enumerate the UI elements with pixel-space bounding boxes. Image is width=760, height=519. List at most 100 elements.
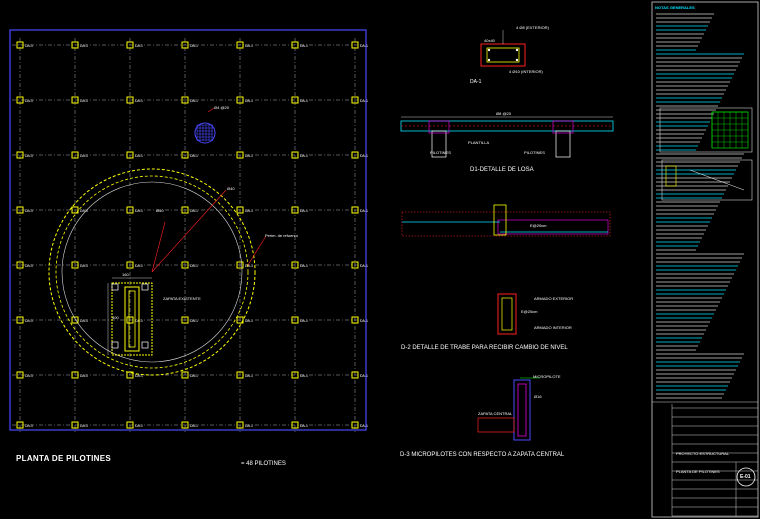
- pile-marker: [181, 41, 189, 49]
- pile-marker: [16, 316, 24, 324]
- detail-d3-zapata: [477, 417, 515, 433]
- perimeter-callout: Perim. de refuerzo: [265, 233, 298, 238]
- pile-marker: [126, 316, 134, 324]
- leader-line: [151, 189, 227, 273]
- ring-callout: Ø40: [156, 208, 164, 213]
- pile-label: DA-1: [360, 264, 368, 268]
- pile-marker: [71, 421, 79, 429]
- pile-label: DA-1: [360, 209, 368, 213]
- pile-label: DA-1: [190, 99, 198, 103]
- pile-label: DA-1: [245, 154, 253, 158]
- detail-d1-pilotin: PILOTINES: [430, 150, 451, 155]
- pile-marker: [236, 206, 244, 214]
- plan-border: [9, 29, 367, 431]
- detail-d3-core: [517, 383, 527, 437]
- pile-label: DA-1: [245, 99, 253, 103]
- detail-d3-zapata: ZAPATA CENTRAL: [478, 411, 513, 416]
- pile-marker: [236, 421, 244, 429]
- pile-marker: [126, 41, 134, 49]
- pile-label: DA-1: [245, 424, 253, 428]
- detail-d2-section: [497, 293, 517, 335]
- detail-d1-pile: [431, 130, 447, 158]
- pile-label: DA-1: [135, 44, 143, 48]
- detail-d1-title: D1-DETALLE DE LOSA: [470, 167, 534, 173]
- pile-label: DA-1: [80, 154, 88, 158]
- detail-d1-rebar: Ø8 @20: [496, 111, 511, 116]
- pile-label: DA-1: [190, 424, 198, 428]
- micropile-marker: [111, 341, 119, 349]
- detail-d1-pile: [555, 130, 571, 158]
- titleblock-detail-box: [659, 107, 753, 153]
- pile-marker: [181, 151, 189, 159]
- zapata-outline: [111, 282, 153, 356]
- pile-label: DA-1: [25, 319, 33, 323]
- pile-label: DA-1: [300, 44, 308, 48]
- zapata-core: [124, 286, 140, 352]
- pile-label: DA-1: [190, 374, 198, 378]
- pile-marker: [351, 151, 359, 159]
- pile-label: DA-1: [245, 374, 253, 378]
- pile-marker: [236, 371, 244, 379]
- pile-marker: [291, 206, 299, 214]
- pile-label: DA-1: [80, 99, 88, 103]
- pile-label: DA-1: [245, 264, 253, 268]
- pile-label: DA-1: [245, 319, 253, 323]
- detail-da1-top-rebar: 4 Ø8 (EXTERIOR): [516, 25, 549, 30]
- pile-marker: [351, 261, 359, 269]
- pile-label: DA-1: [135, 209, 143, 213]
- pile-count-note: = 48 PILOTINES: [241, 461, 286, 467]
- detail-d2-stirrup: E@20cm: [521, 309, 538, 314]
- detail-d2-beam: [401, 211, 611, 237]
- pile-label: DA-1: [300, 374, 308, 378]
- titleblock-icon: [665, 165, 677, 187]
- detail-da1-bar: [515, 48, 519, 52]
- pile-label: DA-1: [25, 99, 33, 103]
- titleblock-detail-box-2: [661, 159, 753, 201]
- pile-marker: [181, 261, 189, 269]
- detail-d2-step: [497, 219, 609, 235]
- pile-label: DA-1: [25, 424, 33, 428]
- pile-label: DA-1: [360, 99, 368, 103]
- pile-label: DA-1: [135, 264, 143, 268]
- pile-label: DA-1: [190, 264, 198, 268]
- pile-label: DA-1: [80, 319, 88, 323]
- detail-da1-stirrup: [486, 47, 520, 63]
- pile-marker: [71, 96, 79, 104]
- titleblock-frame: [651, 1, 759, 518]
- pile-marker: [291, 316, 299, 324]
- detail-d3-micropile: [513, 379, 531, 441]
- detail-d3-rebar: Ø16: [534, 394, 542, 399]
- pile-label: DA-1: [135, 424, 143, 428]
- pile-label: DA-1: [360, 319, 368, 323]
- pile-label: DA-1: [300, 424, 308, 428]
- pile-label: DA-1: [25, 374, 33, 378]
- pile-marker: [291, 96, 299, 104]
- pile-label: DA-1: [300, 154, 308, 158]
- pile-marker: [351, 316, 359, 324]
- plan-title: PLANTA DE PILOTINES: [16, 454, 112, 463]
- titleblock-logo-ring: [736, 467, 756, 487]
- ring-outer: [48, 168, 256, 376]
- detail-da1-bot-rebar: 4 Ø10 (INTERIOR): [509, 69, 543, 74]
- pile-marker: [16, 96, 24, 104]
- pile-marker: [236, 41, 244, 49]
- pile-marker: [236, 151, 244, 159]
- pile-label: DA-1: [190, 154, 198, 158]
- zapata-dim-400: 400: [112, 315, 119, 320]
- detail-da1-dim: 40x40: [484, 38, 495, 43]
- rebar-callout: Ø4 @20: [214, 105, 229, 110]
- titleblock-project: PROYECTO ESTRUCTURAL: [676, 451, 730, 456]
- detail-d2-section-stirrup: [501, 297, 513, 331]
- pile-marker: [16, 151, 24, 159]
- detail-d2-stirrup-2: E@20cm: [530, 223, 547, 228]
- detail-d3-micro: MICROPILOTE: [533, 374, 561, 379]
- detail-da1-bar: [487, 48, 491, 52]
- pile-marker: [71, 371, 79, 379]
- leader-line: [247, 235, 267, 266]
- pile-label: DA-1: [25, 154, 33, 158]
- zapata-callout: ZAPATA EXISTENTE: [163, 296, 201, 301]
- pile-marker: [291, 151, 299, 159]
- detail-d1-cap: [552, 120, 574, 134]
